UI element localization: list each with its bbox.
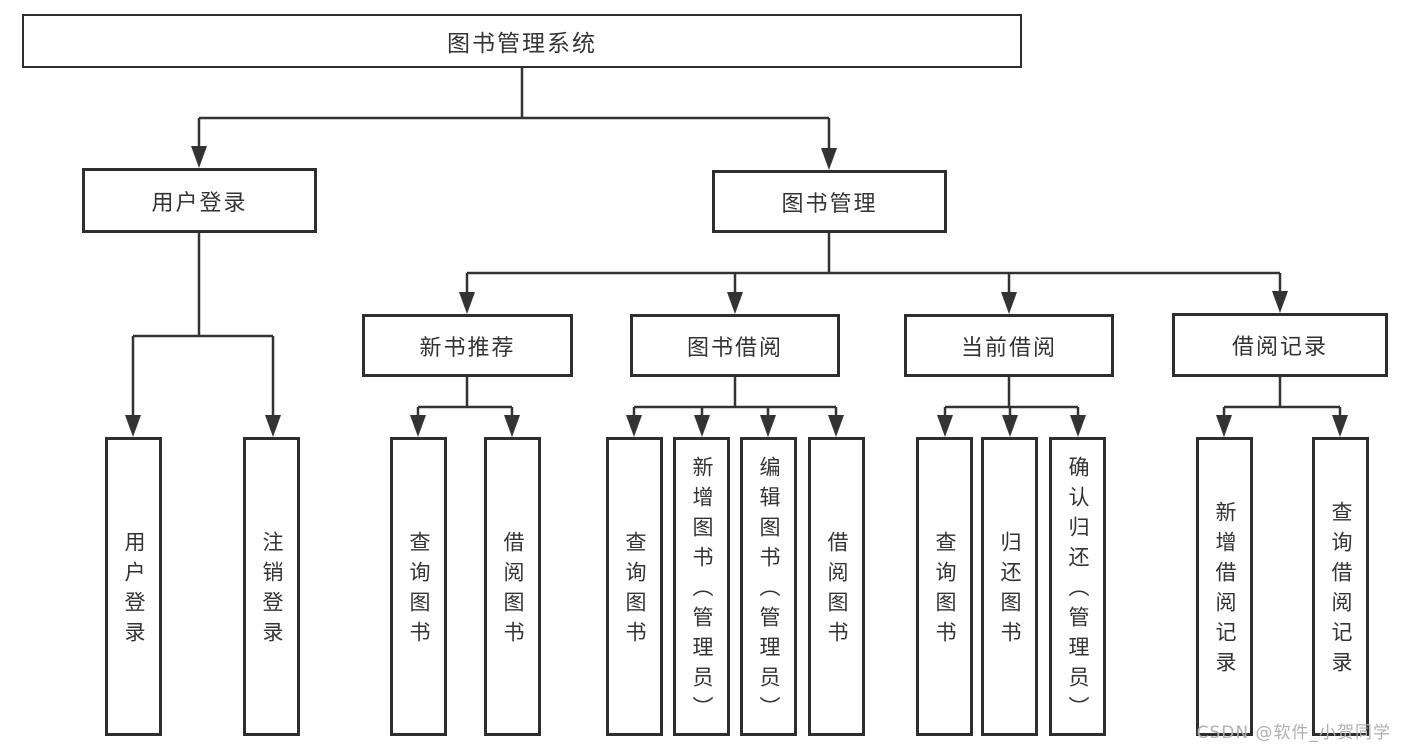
leaf-label: 查询图书 [623,531,647,651]
arrowhead-icon [626,415,642,437]
leaf-query-books-current: 查询图书 [916,437,973,736]
leaf-label: 新增借阅记录 [1213,501,1237,681]
arrowhead-icon [504,415,520,437]
leaf-label: 借阅图书 [825,531,849,651]
node-label: 当前借阅 [960,335,1057,361]
node-book-borrowing: 图书借阅 [630,314,840,377]
arrowhead-icon [828,415,844,437]
node-library-management-system: 图书管理系统 [22,14,1022,68]
leaf-return-books: 归还图书 [981,437,1038,736]
leaf-label: 注销登录 [260,531,284,651]
leaf-query-books-recommend: 查询图书 [390,437,447,736]
node-label: 借阅记录 [1231,335,1328,360]
leaf-edit-books-admin: 编辑图书（管理员） [740,437,797,736]
node-label: 新书推荐 [419,335,516,361]
leaf-label: 确认归还（管理员） [1066,456,1090,726]
arrowhead-icon [1001,292,1017,314]
leaf-borrow-books-recommend: 借阅图书 [484,437,541,736]
node-label: 图书借阅 [686,335,783,361]
node-label: 图书管理系统 [447,31,597,57]
leaf-label: 编辑图书（管理员） [757,456,781,726]
leaf-label: 新增图书（管理员） [690,456,714,726]
leaf-borrow-books: 借阅图书 [808,437,865,736]
node-label: 用户登录 [151,190,248,216]
arrowhead-icon [459,292,475,314]
leaf-label: 归还图书 [998,531,1022,651]
arrowhead-icon [821,148,837,170]
arrowhead-icon [1070,415,1086,437]
arrowhead-icon [1272,291,1288,313]
node-label: 图书管理 [781,191,878,217]
leaf-label: 借阅图书 [501,531,525,651]
leaf-user-login: 用户登录 [105,437,162,736]
leaf-query-borrow-record: 查询借阅记录 [1312,437,1369,736]
leaf-label: 用户登录 [122,531,146,651]
arrowhead-icon [125,415,141,437]
arrowhead-icon [760,415,776,437]
arrowhead-icon [694,415,710,437]
arrowhead-icon [1332,415,1348,437]
leaf-add-borrow-record: 新增借阅记录 [1196,437,1253,736]
leaf-confirm-return-admin: 确认归还（管理员） [1049,437,1106,736]
watermark: CSDN @软件_小贺同学 [1196,723,1391,743]
arrowhead-icon [191,146,207,168]
arrowhead-icon [937,415,953,437]
node-user-login: 用户登录 [82,168,317,233]
leaf-add-books-admin: 新增图书（管理员） [673,437,730,736]
node-new-book-recommend: 新书推荐 [362,314,573,377]
leaf-query-books-borrowing: 查询图书 [606,437,663,736]
arrowhead-icon [1216,415,1232,437]
leaf-label: 查询借阅记录 [1329,501,1353,681]
arrowhead-icon [727,292,743,314]
arrowhead-icon [410,415,426,437]
leaf-label: 查询图书 [933,531,957,651]
arrowhead-icon [1002,415,1018,437]
node-borrowing-records: 借阅记录 [1172,313,1388,377]
node-current-borrowing: 当前借阅 [904,314,1114,377]
leaf-label: 查询图书 [407,531,431,651]
leaf-logout: 注销登录 [243,437,300,736]
arrowhead-icon [265,415,281,437]
node-book-management: 图书管理 [712,170,947,233]
